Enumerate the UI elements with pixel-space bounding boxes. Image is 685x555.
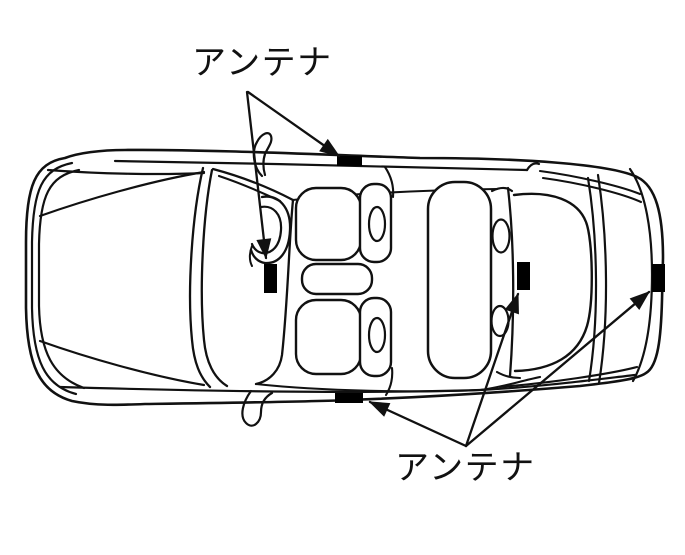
- lower-door-sill-line: [254, 375, 542, 393]
- steering-wheel: [248, 195, 292, 267]
- trunk-seam-line: [586, 176, 598, 383]
- steering-wheel-hub-arc: [248, 245, 253, 267]
- top-edge-notch: [525, 162, 541, 172]
- windshield-outer-arc: [188, 166, 212, 389]
- arrow-top-to-roof-antenna: [246, 90, 341, 158]
- c-pillar-bottom-tick: [495, 370, 522, 380]
- rear-bench-seat: [426, 180, 493, 380]
- rear-deck-top-line-2: [541, 176, 643, 204]
- car-interior: [248, 180, 511, 380]
- rear-shelf-line: [506, 186, 515, 378]
- dashboard-antenna-marker: [264, 264, 277, 293]
- arrow-bottom-to-rear-bumper-antenna: [464, 290, 651, 448]
- front-bumper-inner-line: [37, 168, 86, 390]
- callout-arrows: [245, 90, 651, 448]
- rear-window-outline: [512, 192, 593, 373]
- antenna-label-top: アンテナ: [192, 44, 333, 82]
- front-bumper-line: [30, 161, 78, 396]
- rear-bumper-antenna-marker: [652, 264, 665, 292]
- top-side-edge-line: [113, 159, 529, 172]
- center-console: [300, 262, 374, 296]
- rear-deck-top-line: [538, 169, 642, 196]
- hood-upper-line: [38, 170, 206, 218]
- roof-side-edge-antenna-marker: [337, 156, 362, 166]
- steering-wheel-inner-rim: [250, 205, 283, 255]
- driver-seat-cushion: [294, 186, 363, 262]
- dashboard-top-line: [211, 167, 295, 202]
- rear-speaker-left: [491, 218, 511, 254]
- car-body: [24, 132, 665, 427]
- driver-headrest: [367, 205, 387, 243]
- c-pillar-top-tick: [490, 186, 514, 193]
- arrow-top-to-dashboard-antenna: [245, 90, 272, 260]
- passenger-headrest: [367, 316, 387, 354]
- windshield-inner-arc: [200, 168, 229, 388]
- arrow-bottom-to-rear-shelf-antenna: [464, 292, 520, 448]
- passenger-side-mirror: [241, 389, 274, 427]
- antenna-label-bottom: アンテナ: [395, 449, 536, 487]
- rear-bumper-line: [628, 167, 654, 383]
- body-outline: [24, 148, 665, 407]
- front-fender-line: [46, 168, 206, 176]
- trunk-seam-inner-line: [596, 173, 608, 385]
- rear-deck-bottom-line: [498, 365, 639, 389]
- hood-lower-line: [38, 339, 206, 387]
- b-pillar-top-tick: [383, 165, 395, 199]
- passenger-seat-cushion: [294, 298, 363, 376]
- arrow-bottom-to-rocker-antenna: [368, 400, 468, 448]
- b-pillar-bottom-tick: [384, 366, 394, 397]
- antenna-markers: [264, 156, 665, 403]
- rocker-side-edge-antenna-marker: [335, 393, 363, 403]
- steering-wheel-outer-rim: [249, 195, 292, 265]
- rear-shelf-antenna-marker: [517, 262, 530, 290]
